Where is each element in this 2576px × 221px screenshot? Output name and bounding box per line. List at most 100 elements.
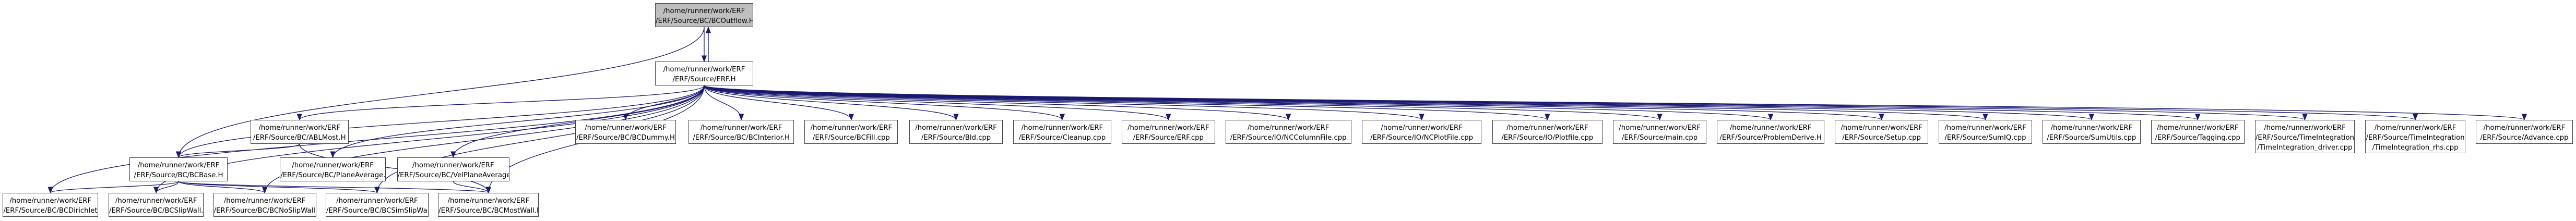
- node-line-1: /home/runner/work/ERF: [1619, 124, 1701, 132]
- node-setup-cpp[interactable]: /home/runner/work/ERF /ERF/Source/Setup.…: [1835, 120, 1928, 144]
- node-line-3: /TimeIntegration_rhs.cpp: [2372, 144, 2459, 152]
- node-bcsimslipwall-h[interactable]: /home/runner/work/ERF /ERF/Source/BC/BCS…: [325, 193, 429, 217]
- edge-erf_h-to-cleanup_cpp: [704, 85, 1065, 121]
- node-sumiq-cpp[interactable]: /home/runner/work/ERF /ERF/Source/SumIQ.…: [1939, 120, 2032, 144]
- node-line-2: /ERF/Source/Advance.cpp: [2480, 134, 2569, 142]
- node-bcinterior-h[interactable]: /home/runner/work/ERF /ERF/Source/BC/BCI…: [688, 120, 794, 144]
- edge-erf_h-to-ioncolumnfile_cpp: [704, 85, 1291, 121]
- node-line-1: /home/runner/work/ERF: [1247, 124, 1329, 132]
- node-line-2: /ERF/Source/SumIQ.cpp: [1944, 134, 2026, 142]
- edge-erf_h-to-bcbase_h: [176, 85, 705, 158]
- node-line-1: /home/runner/work/ERF: [2264, 124, 2346, 132]
- node-line-1: /home/runner/work/ERF: [292, 162, 374, 169]
- node-advance-cpp[interactable]: /home/runner/work/ERF /ERF/Source/Advanc…: [2475, 120, 2573, 144]
- edge-erf_h-to-bld_cpp: [704, 85, 959, 121]
- node-line-1: /home/runner/work/ERF: [137, 162, 220, 169]
- edge-erf_h-to-ioplotfile_cpp: [704, 85, 1550, 121]
- edge-bcoutflow_h-to-bcbase_h: [175, 27, 705, 158]
- edge-bcbase_h-to-bcnoslipwall_h: [178, 181, 268, 194]
- node-line-1: /home/runner/work/ERF: [336, 197, 418, 205]
- edge-erf_h-to-bcdirichlet_h: [48, 85, 705, 194]
- node-line-1: /home/runner/work/ERF: [1381, 124, 1463, 132]
- node-line-2: /ERF/Source/BC/BCSimSlipWall.H: [326, 207, 429, 215]
- node-ablmost-h[interactable]: /home/runner/work/ERF /ERF/Source/BC/ABL…: [250, 120, 349, 144]
- node-problemderive-h[interactable]: /home/runner/work/ERF /ERF/Source/Proble…: [1717, 120, 1825, 144]
- edge-erf_h-to-sumiq_cpp: [704, 85, 1988, 121]
- node-line-1: /home/runner/work/ERF: [412, 162, 494, 169]
- node-bcdirichlet-h[interactable]: /home/runner/work/ERF /ERF/Source/BC/BCD…: [3, 193, 98, 217]
- node-erf-h[interactable]: /home/runner/work/ERF /ERF/Source/ERF.H: [655, 62, 753, 85]
- node-line-1: /home/runner/work/ERF: [663, 66, 745, 73]
- node-line-2: /ERF/Source/ERF.cpp: [1133, 134, 1204, 142]
- node-line-1: /home/runner/work/ERF: [1506, 124, 1588, 132]
- node-bld-cpp[interactable]: /home/runner/work/ERF /ERF/Source/Bld.cp…: [909, 120, 1003, 144]
- node-io-nccolumnfile-cpp[interactable]: /home/runner/work/ERF /ERF/Source/IO/NCC…: [1225, 120, 1351, 144]
- edge-erf_h-to-ti_rhs_cpp: [704, 85, 2418, 121]
- node-sumutils-cpp[interactable]: /home/runner/work/ERF /ERF/Source/SumUti…: [2042, 120, 2141, 144]
- node-line-2: /ERF/Source/Bld.cpp: [921, 134, 991, 142]
- node-line-1: /home/runner/work/ERF: [1021, 124, 1103, 132]
- node-bcnoslipwall-h[interactable]: /home/runner/work/ERF /ERF/Source/BC/BCN…: [213, 193, 316, 217]
- edge-erf_h-to-planeaverage_h: [330, 85, 705, 158]
- node-line-2: /ERF/Source/BC/BCDummy.H: [576, 134, 675, 142]
- node-erf-cpp[interactable]: /home/runner/work/ERF /ERF/Source/ERF.cp…: [1121, 120, 1215, 144]
- node-line-2: /ERF/Source/main.cpp: [1621, 134, 1698, 142]
- node-line-2: /ERF/Source/IO/Plotfile.cpp: [1501, 134, 1594, 142]
- node-line-1: /home/runner/work/ERF: [2374, 124, 2456, 132]
- node-main-cpp[interactable]: /home/runner/work/ERF /ERF/Source/main.c…: [1613, 120, 1706, 144]
- node-io-plotfile-cpp[interactable]: /home/runner/work/ERF /ERF/Source/IO/Plo…: [1492, 120, 1603, 144]
- node-line-1: /home/runner/work/ERF: [258, 124, 340, 132]
- node-bcmostwall-h[interactable]: /home/runner/work/ERF /ERF/Source/BC/BCM…: [438, 193, 539, 217]
- node-line-1: /home/runner/work/ERF: [915, 124, 997, 132]
- edge-erf_h-to-main_cpp: [704, 85, 1663, 121]
- node-line-1: /home/runner/work/ERF: [2050, 124, 2133, 132]
- node-line-2: /ERF/Source/Tagging.cpp: [2155, 134, 2240, 142]
- node-line-2: /ERF/Source/ProblemDerive.H: [1719, 134, 1822, 142]
- node-line-2: /ERF/Source/TimeIntegration: [2366, 134, 2465, 142]
- node-bcdummy-h[interactable]: /home/runner/work/ERF /ERF/Source/BC/BCD…: [575, 120, 676, 144]
- node-line-1: /home/runner/work/ERF: [663, 7, 745, 15]
- node-velplaneaverage-h[interactable]: /home/runner/work/ERF /ERF/Source/BC/Vel…: [397, 157, 509, 181]
- node-line-2: /ERF/Source/BC/BCSlipWall.H: [109, 207, 204, 215]
- node-line-2: /ERF/Source/BC/VelPlaneAverage.H: [397, 171, 509, 179]
- node-line-1: /home/runner/work/ERF: [223, 197, 306, 205]
- node-planeaverage-h[interactable]: /home/runner/work/ERF /ERF/Source/BC/Pla…: [280, 157, 386, 181]
- node-line-1: /home/runner/work/ERF: [115, 197, 197, 205]
- node-bcfill-cpp[interactable]: /home/runner/work/ERF /ERF/Source/BCFill…: [804, 120, 898, 144]
- edge-erf_h-to-ioncplotfile_cpp: [704, 85, 1424, 121]
- edge-abl_most_h-to-bcmostwall_h: [299, 143, 491, 194]
- node-line-1: /home/runner/work/ERF: [1944, 124, 2026, 132]
- node-line-2: /ERF/Source/BC/BCOutflow.H: [656, 17, 753, 25]
- node-line-1: /home/runner/work/ERF: [1127, 124, 1209, 132]
- node-line-1: /home/runner/work/ERF: [1729, 124, 1812, 132]
- edge-abl_most_h-to-bcbase_h: [176, 143, 300, 158]
- node-line-2: /ERF/Source/ERF.H: [672, 76, 736, 83]
- node-line-2: /ERF/Source/BC/BCNoSlipWall.H: [213, 207, 316, 215]
- node-line-2: /ERF/Source/BCFill.cpp: [812, 134, 890, 142]
- edge-erf_h-to-bcfill_cpp: [704, 85, 854, 121]
- node-timeintegration-driver-cpp[interactable]: /home/runner/work/ERF /ERF/Source/TimeIn…: [2254, 120, 2355, 153]
- node-timeintegration-rhs-cpp[interactable]: /home/runner/work/ERF /ERF/Source/TimeIn…: [2365, 120, 2465, 153]
- node-line-1: /home/runner/work/ERF: [9, 197, 91, 205]
- node-line-2: /ERF/Source/IO/NCColumnFile.cpp: [1230, 134, 1347, 142]
- node-line-2: /ERF/Source/BC/BCDirichlet.H: [3, 207, 98, 215]
- node-line-2: /ERF/Source/BC/BCBase.H: [134, 171, 223, 179]
- edge-bcbase_h-to-bcslipwall_h: [153, 181, 179, 194]
- node-cleanup-cpp[interactable]: /home/runner/work/ERF /ERF/Source/Cleanu…: [1013, 120, 1111, 144]
- edge-erf_h-to-bcsimslipwall_h: [374, 85, 705, 194]
- node-bcslipwall-h[interactable]: /home/runner/work/ERF /ERF/Source/BC/BCS…: [108, 193, 204, 217]
- node-line-2: /ERF/Source/SumUtils.cpp: [2047, 134, 2136, 142]
- node-line-2: /ERF/Source/Setup.cpp: [1842, 134, 1921, 142]
- edge-erf_h-to-erf_cpp: [704, 85, 1171, 121]
- edge-velplaneaverage_h-to-bcmostwall_h: [453, 181, 491, 194]
- node-bcoutflow-h: /home/runner/work/ERF /ERF/Source/BC/BCO…: [655, 3, 753, 27]
- node-line-2: /ERF/Source/BC/PlaneAverage.H: [280, 171, 386, 179]
- node-line-2: /ERF/Source/BC/BCMostWall.H: [438, 207, 539, 215]
- node-tagging-cpp[interactable]: /home/runner/work/ERF /ERF/Source/Taggin…: [2151, 120, 2245, 144]
- node-line-2: /ERF/Source/BC/ABLMost.H: [253, 134, 346, 142]
- node-line-1: /home/runner/work/ERF: [585, 124, 667, 132]
- node-bcbase-h[interactable]: /home/runner/work/ERF /ERF/Source/BC/BCB…: [129, 157, 228, 181]
- node-io-ncplotfile-cpp[interactable]: /home/runner/work/ERF /ERF/Source/IO/NCP…: [1361, 120, 1482, 144]
- node-line-2: /ERF/Source/Cleanup.cpp: [1018, 134, 1106, 142]
- edge-bcbase_h-to-bcdirichlet_h: [48, 181, 179, 194]
